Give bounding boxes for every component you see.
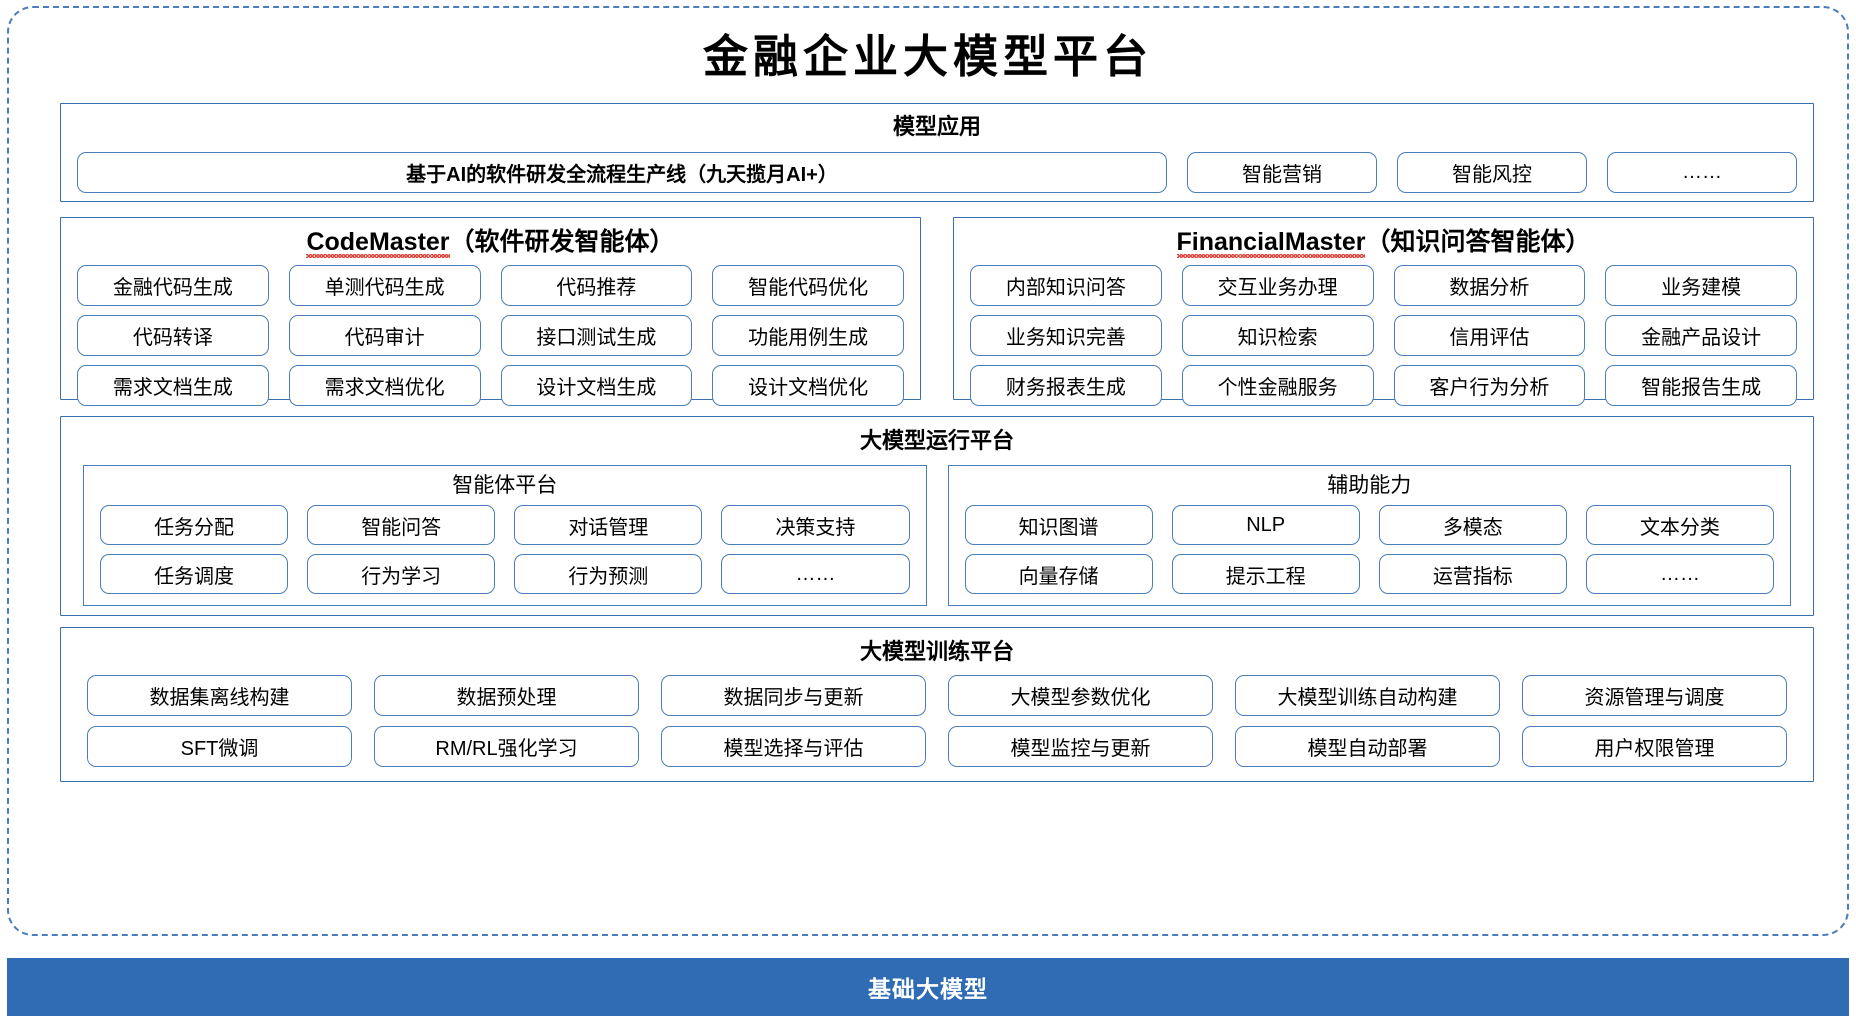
codemaster-chip-3-1[interactable]: 需求文档生成 <box>77 365 269 406</box>
codemaster-chip-1-2[interactable]: 单测代码生成 <box>288 265 481 306</box>
page-title: 金融企业大模型平台 <box>702 32 1153 82</box>
training-chip-1-2[interactable]: 数据预处理 <box>374 675 639 716</box>
auxiliary-capability-panel: 辅助能力 知识图谱 NLP 多模态 文本分类 向量存储 提示工程 运营指标 …… <box>947 465 1791 606</box>
financialmaster-chip-3-4[interactable]: 智能报告生成 <box>1605 365 1797 406</box>
financialmaster-row-1: 内部知识问答 交互业务办理 数据分析 业务建模 <box>970 265 1797 306</box>
agent-platform-chip-1-2[interactable]: 智能问答 <box>307 505 496 545</box>
codemaster-title: CodeMaster（软件研发智能体） <box>61 218 920 258</box>
training-row-2: SFT微调 RM/RL强化学习 模型选择与评估 模型监控与更新 模型自动部署 用… <box>87 726 1787 767</box>
training-platform-title: 大模型训练平台 <box>859 639 1014 664</box>
codemaster-chip-2-2[interactable]: 代码审计 <box>288 315 481 356</box>
financialmaster-chip-1-1[interactable]: 内部知识问答 <box>970 265 1162 306</box>
foundation-model-label: 基础大模型 <box>868 976 988 1002</box>
financialmaster-chip-3-1[interactable]: 财务报表生成 <box>970 365 1162 406</box>
agent-platform-chip-1-3[interactable]: 对话管理 <box>514 505 703 545</box>
codemaster-section: CodeMaster（软件研发智能体） 金融代码生成 单测代码生成 代码推荐 智… <box>60 217 921 406</box>
training-row-1: 数据集离线构建 数据预处理 数据同步与更新 大模型参数优化 大模型训练自动构建 … <box>87 675 1787 716</box>
model-application-section: 模型应用 基于AI的软件研发全流程生产线（九天揽月AI+） 智能营销 智能风控 … <box>60 103 1814 202</box>
auxiliary-chip-1-3[interactable]: 多模态 <box>1378 505 1567 545</box>
codemaster-row-3: 需求文档生成 需求文档优化 设计文档生成 设计文档优化 <box>77 365 904 406</box>
app-item-risk-control[interactable]: 智能风控 <box>1397 152 1587 193</box>
training-chip-2-2[interactable]: RM/RL强化学习 <box>374 726 639 767</box>
model-application-title: 模型应用 <box>892 114 981 139</box>
codemaster-chip-1-1[interactable]: 金融代码生成 <box>77 265 269 306</box>
runtime-platform-section: 大模型运行平台 智能体平台 任务分配 智能问答 对话管理 决策支持 任务调度 行… <box>60 416 1814 616</box>
financialmaster-chip-1-4[interactable]: 业务建模 <box>1605 265 1797 306</box>
agent-platform-chip-2-3[interactable]: 行为预测 <box>514 554 703 594</box>
codemaster-chip-2-3[interactable]: 接口测试生成 <box>500 315 693 356</box>
financialmaster-capability-grid: 内部知识问答 交互业务办理 数据分析 业务建模 业务知识完善 知识检索 信用评估… <box>970 265 1797 406</box>
agent-platform-chip-1-1[interactable]: 任务分配 <box>100 505 289 545</box>
auxiliary-chip-1-2[interactable]: NLP <box>1171 505 1360 545</box>
auxiliary-chip-1-1[interactable]: 知识图谱 <box>964 505 1153 545</box>
app-item-marketing[interactable]: 智能营销 <box>1187 152 1377 193</box>
training-chip-2-6[interactable]: 用户权限管理 <box>1522 726 1787 767</box>
runtime-platform-panels: 智能体平台 任务分配 智能问答 对话管理 决策支持 任务调度 行为学习 行为预测… <box>83 465 1791 606</box>
financialmaster-chip-2-3[interactable]: 信用评估 <box>1393 315 1586 356</box>
codemaster-chip-3-3[interactable]: 设计文档生成 <box>500 365 693 406</box>
codemaster-chip-2-4[interactable]: 功能用例生成 <box>712 315 904 356</box>
codemaster-chip-1-3[interactable]: 代码推荐 <box>500 265 693 306</box>
training-chip-1-1[interactable]: 数据集离线构建 <box>87 675 352 716</box>
agent-platform-chip-2-4[interactable]: …… <box>721 554 910 594</box>
agent-platform-chip-2-2[interactable]: 行为学习 <box>307 554 496 594</box>
financialmaster-title: FinancialMaster（知识问答智能体） <box>954 218 1813 258</box>
financialmaster-chip-1-3[interactable]: 数据分析 <box>1393 265 1586 306</box>
codemaster-chip-2-1[interactable]: 代码转译 <box>77 315 269 356</box>
financialmaster-chip-3-2[interactable]: 个性金融服务 <box>1181 365 1374 406</box>
codemaster-chip-1-4[interactable]: 智能代码优化 <box>712 265 904 306</box>
agent-platform-chip-1-4[interactable]: 决策支持 <box>721 505 910 545</box>
training-chip-2-1[interactable]: SFT微调 <box>87 726 352 767</box>
training-platform-grid: 数据集离线构建 数据预处理 数据同步与更新 大模型参数优化 大模型训练自动构建 … <box>87 675 1787 767</box>
training-chip-2-5[interactable]: 模型自动部署 <box>1235 726 1500 767</box>
codemaster-row-2: 代码转译 代码审计 接口测试生成 功能用例生成 <box>77 315 904 356</box>
financialmaster-chip-2-4[interactable]: 金融产品设计 <box>1605 315 1797 356</box>
financialmaster-chip-1-2[interactable]: 交互业务办理 <box>1181 265 1374 306</box>
codemaster-name-cn: （软件研发智能体） <box>449 228 675 256</box>
auxiliary-chip-1-4[interactable]: 文本分类 <box>1585 505 1774 545</box>
agent-platform-panel: 智能体平台 任务分配 智能问答 对话管理 决策支持 任务调度 行为学习 行为预测… <box>83 465 927 606</box>
training-platform-section: 大模型训练平台 数据集离线构建 数据预处理 数据同步与更新 大模型参数优化 大模… <box>60 627 1814 782</box>
financialmaster-chip-2-2[interactable]: 知识检索 <box>1181 315 1374 356</box>
auxiliary-chip-2-1[interactable]: 向量存储 <box>964 554 1153 594</box>
auxiliary-capability-row-1: 知识图谱 NLP 多模态 文本分类 <box>964 505 1774 545</box>
auxiliary-chip-2-4[interactable]: …… <box>1585 554 1774 594</box>
financialmaster-row-2: 业务知识完善 知识检索 信用评估 金融产品设计 <box>970 315 1797 356</box>
financialmaster-row-3: 财务报表生成 个性金融服务 客户行为分析 智能报告生成 <box>970 365 1797 406</box>
training-chip-1-4[interactable]: 大模型参数优化 <box>948 675 1213 716</box>
training-chip-1-3[interactable]: 数据同步与更新 <box>661 675 926 716</box>
training-chip-2-4[interactable]: 模型监控与更新 <box>948 726 1213 767</box>
auxiliary-chip-2-3[interactable]: 运营指标 <box>1378 554 1567 594</box>
codemaster-name-en: CodeMaster <box>306 228 450 258</box>
codemaster-chip-3-4[interactable]: 设计文档优化 <box>712 365 904 406</box>
codemaster-chip-3-2[interactable]: 需求文档优化 <box>288 365 481 406</box>
app-item-pipeline[interactable]: 基于AI的软件研发全流程生产线（九天揽月AI+） <box>77 152 1167 193</box>
platform-outer-frame: 金融企业大模型平台 模型应用 基于AI的软件研发全流程生产线（九天揽月AI+） … <box>7 6 1849 936</box>
financialmaster-name-cn: （知识问答智能体） <box>1365 228 1591 256</box>
codemaster-row-1: 金融代码生成 单测代码生成 代码推荐 智能代码优化 <box>77 265 904 306</box>
financialmaster-chip-3-3[interactable]: 客户行为分析 <box>1393 365 1586 406</box>
auxiliary-capability-title: 辅助能力 <box>1327 474 1412 497</box>
agent-platform-title: 智能体平台 <box>452 474 558 497</box>
agent-platform-chip-2-1[interactable]: 任务调度 <box>100 554 289 594</box>
codemaster-capability-grid: 金融代码生成 单测代码生成 代码推荐 智能代码优化 代码转译 代码审计 接口测试… <box>77 265 904 406</box>
financialmaster-section: FinancialMaster（知识问答智能体） 内部知识问答 交互业务办理 数… <box>953 217 1814 406</box>
agent-platform-row-1: 任务分配 智能问答 对话管理 决策支持 <box>100 505 910 545</box>
training-chip-1-6[interactable]: 资源管理与调度 <box>1522 675 1787 716</box>
model-application-items: 基于AI的软件研发全流程生产线（九天揽月AI+） 智能营销 智能风控 …… <box>77 152 1797 193</box>
auxiliary-capability-row-2: 向量存储 提示工程 运营指标 …… <box>964 554 1774 594</box>
training-chip-2-3[interactable]: 模型选择与评估 <box>661 726 926 767</box>
financialmaster-name-en: FinancialMaster <box>1176 228 1366 258</box>
app-item-more[interactable]: …… <box>1607 152 1797 193</box>
foundation-model-bar: 基础大模型 <box>7 958 1849 1016</box>
agent-platform-row-2: 任务调度 行为学习 行为预测 …… <box>100 554 910 594</box>
financialmaster-chip-2-1[interactable]: 业务知识完善 <box>970 315 1162 356</box>
runtime-platform-title: 大模型运行平台 <box>859 428 1014 453</box>
auxiliary-chip-2-2[interactable]: 提示工程 <box>1171 554 1360 594</box>
training-chip-1-5[interactable]: 大模型训练自动构建 <box>1235 675 1500 716</box>
